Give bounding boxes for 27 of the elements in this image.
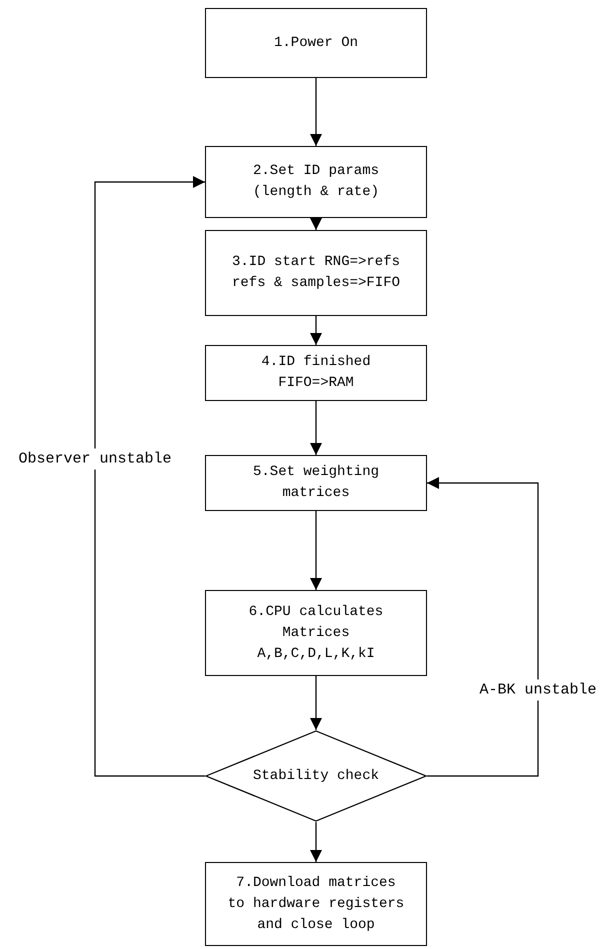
arrow: [310, 78, 322, 146]
process-box: [205, 8, 427, 78]
step-text: 2.Set ID params (length & rate): [252, 162, 380, 202]
step-text: 7.Download matrices to hardware registers and close loop: [226, 874, 406, 934]
arrow: [310, 316, 322, 345]
arrow: [310, 676, 322, 730]
step-text: 1.Power On: [274, 34, 358, 52]
process-box: [205, 455, 427, 511]
arrow: [94, 176, 205, 777]
step-text: 4.ID finished FIFO=>RAM: [260, 353, 372, 393]
arrow: [310, 822, 322, 862]
edge-label: A-BK unstable: [479, 679, 597, 700]
arrow: [310, 218, 322, 230]
process-box: [205, 862, 427, 946]
step-text: 3.ID start RNG=>refs refs & samples=>FIFO: [230, 253, 402, 293]
process-box: [205, 590, 427, 676]
decision-diamond: [205, 730, 427, 822]
step-text: 5.Set weighting matrices: [252, 463, 380, 503]
step-text: 6.CPU calculates Matrices A,B,C,D,L,K,kI: [248, 602, 384, 664]
process-box: [205, 230, 427, 316]
arrow: [310, 401, 322, 455]
process-box: [205, 146, 427, 218]
process-box: [205, 345, 427, 401]
step-text: Stability check: [252, 766, 380, 786]
edge-label: Observer unstable: [18, 448, 172, 470]
arrow: [427, 477, 539, 777]
arrow: [310, 511, 322, 590]
